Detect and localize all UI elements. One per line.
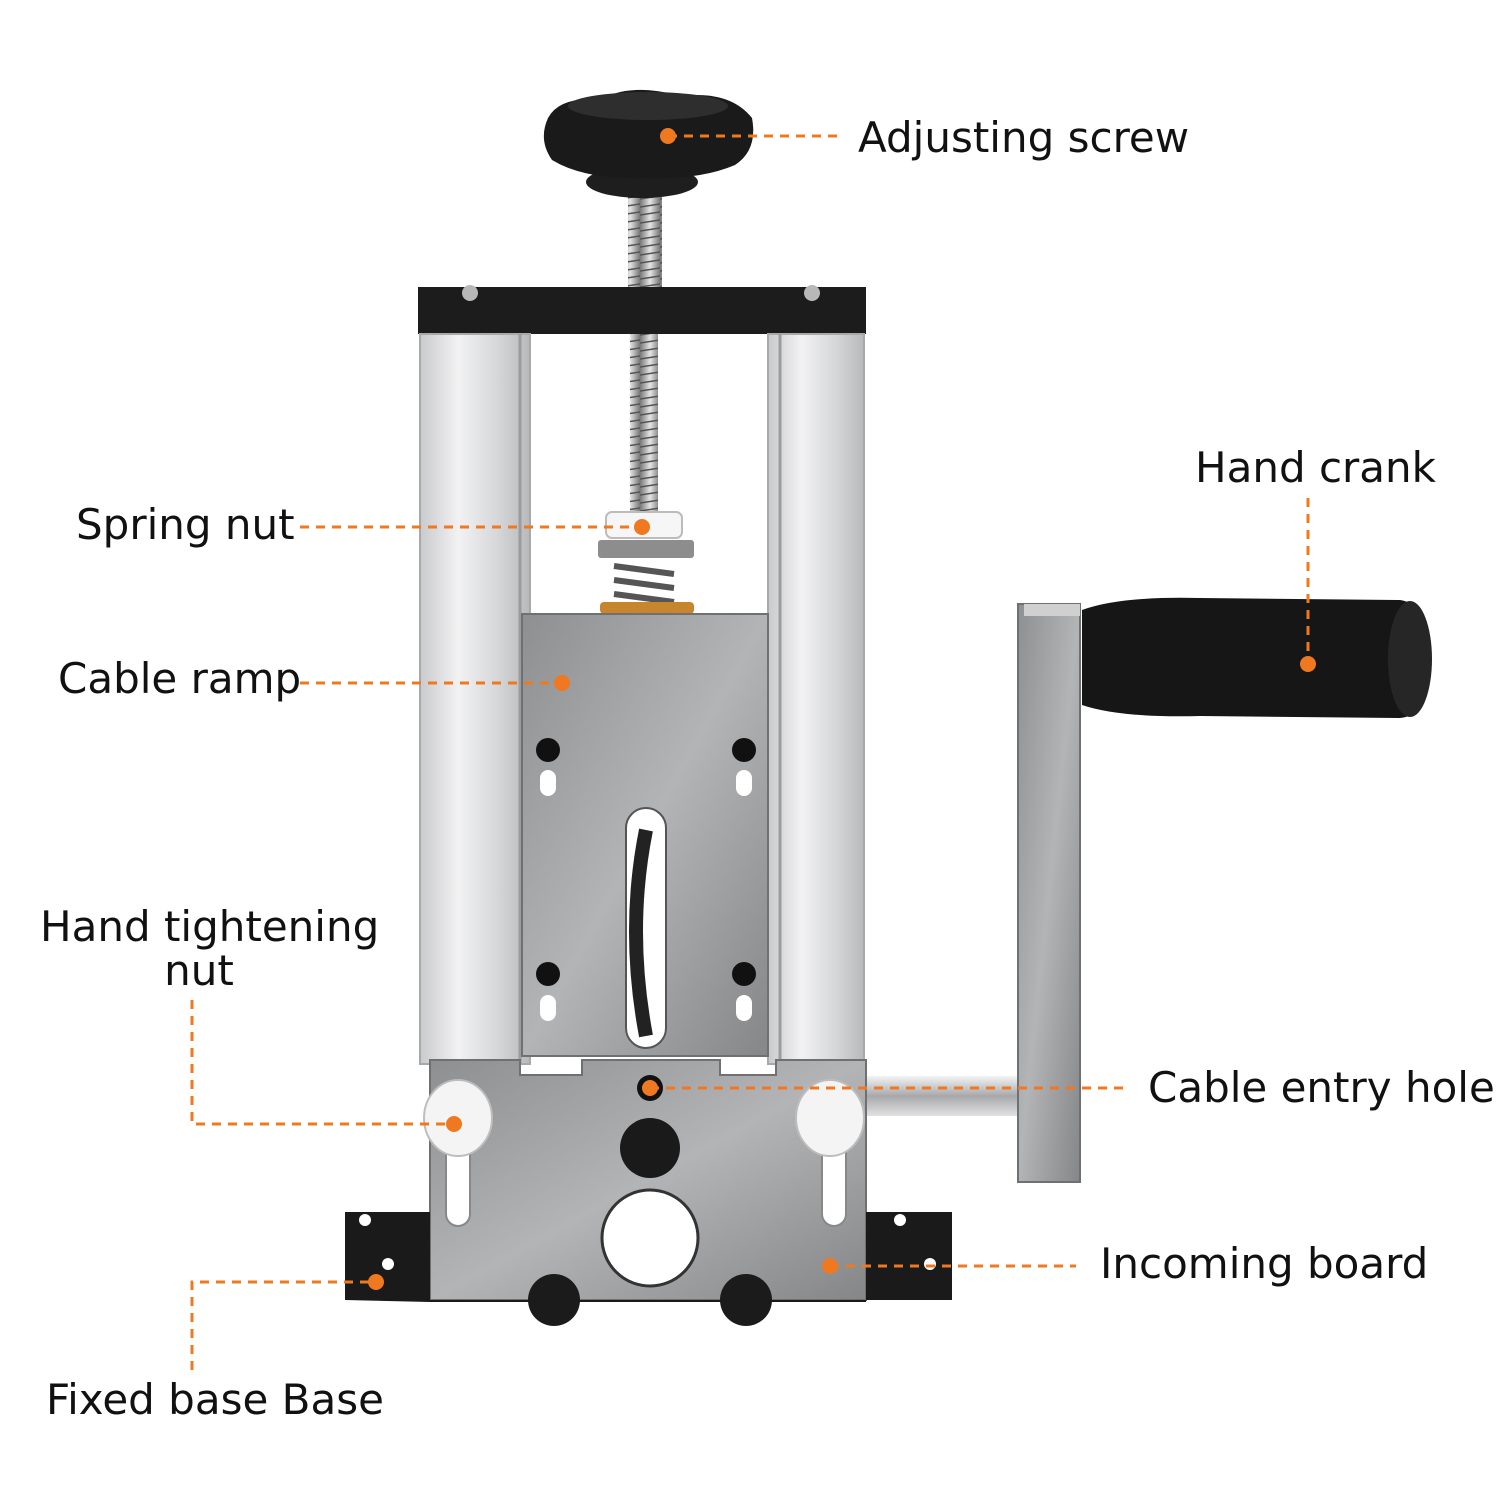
adjusting-screw-part [543, 89, 754, 296]
leader-cable-entry-hole-dot [642, 1080, 658, 1096]
screw-shaft-part [630, 334, 658, 514]
leader-hand-crank-dot [1300, 656, 1316, 672]
label-cable-ramp: Cable ramp [58, 654, 302, 703]
leader-fixed-base [190, 1280, 376, 1370]
label-cable-entry-hole: Cable entry hole [1148, 1063, 1495, 1112]
label-hand-tightening-line1: Hand tightening [40, 902, 380, 951]
label-fixed-base: Fixed base Base [46, 1375, 384, 1424]
label-hand-tightening-nut: Hand tightening nut [40, 902, 380, 995]
fixed-base-part [345, 1212, 952, 1302]
leader-incoming-board-dot [822, 1258, 838, 1274]
incoming-board-part [429, 1059, 867, 1326]
top-plate-part [418, 285, 866, 334]
label-hand-tightening-line2: nut [164, 946, 234, 995]
label-spring-nut: Spring nut [76, 500, 295, 549]
label-incoming-board: Incoming board [1100, 1239, 1429, 1288]
label-adjusting-screw: Adjusting screw [858, 113, 1190, 162]
leader-adjusting-screw-dot [660, 128, 676, 144]
leader-spring-nut-dot [634, 519, 650, 535]
label-hand-crank: Hand crank [1195, 443, 1436, 492]
leader-hand-tightening-nut-dot [446, 1116, 462, 1132]
leader-fixed-base-dot [368, 1274, 384, 1290]
leader-cable-ramp-dot [554, 675, 570, 691]
leader-hand-tightening-nut [190, 1000, 454, 1126]
hand-crank-part [860, 597, 1432, 1183]
